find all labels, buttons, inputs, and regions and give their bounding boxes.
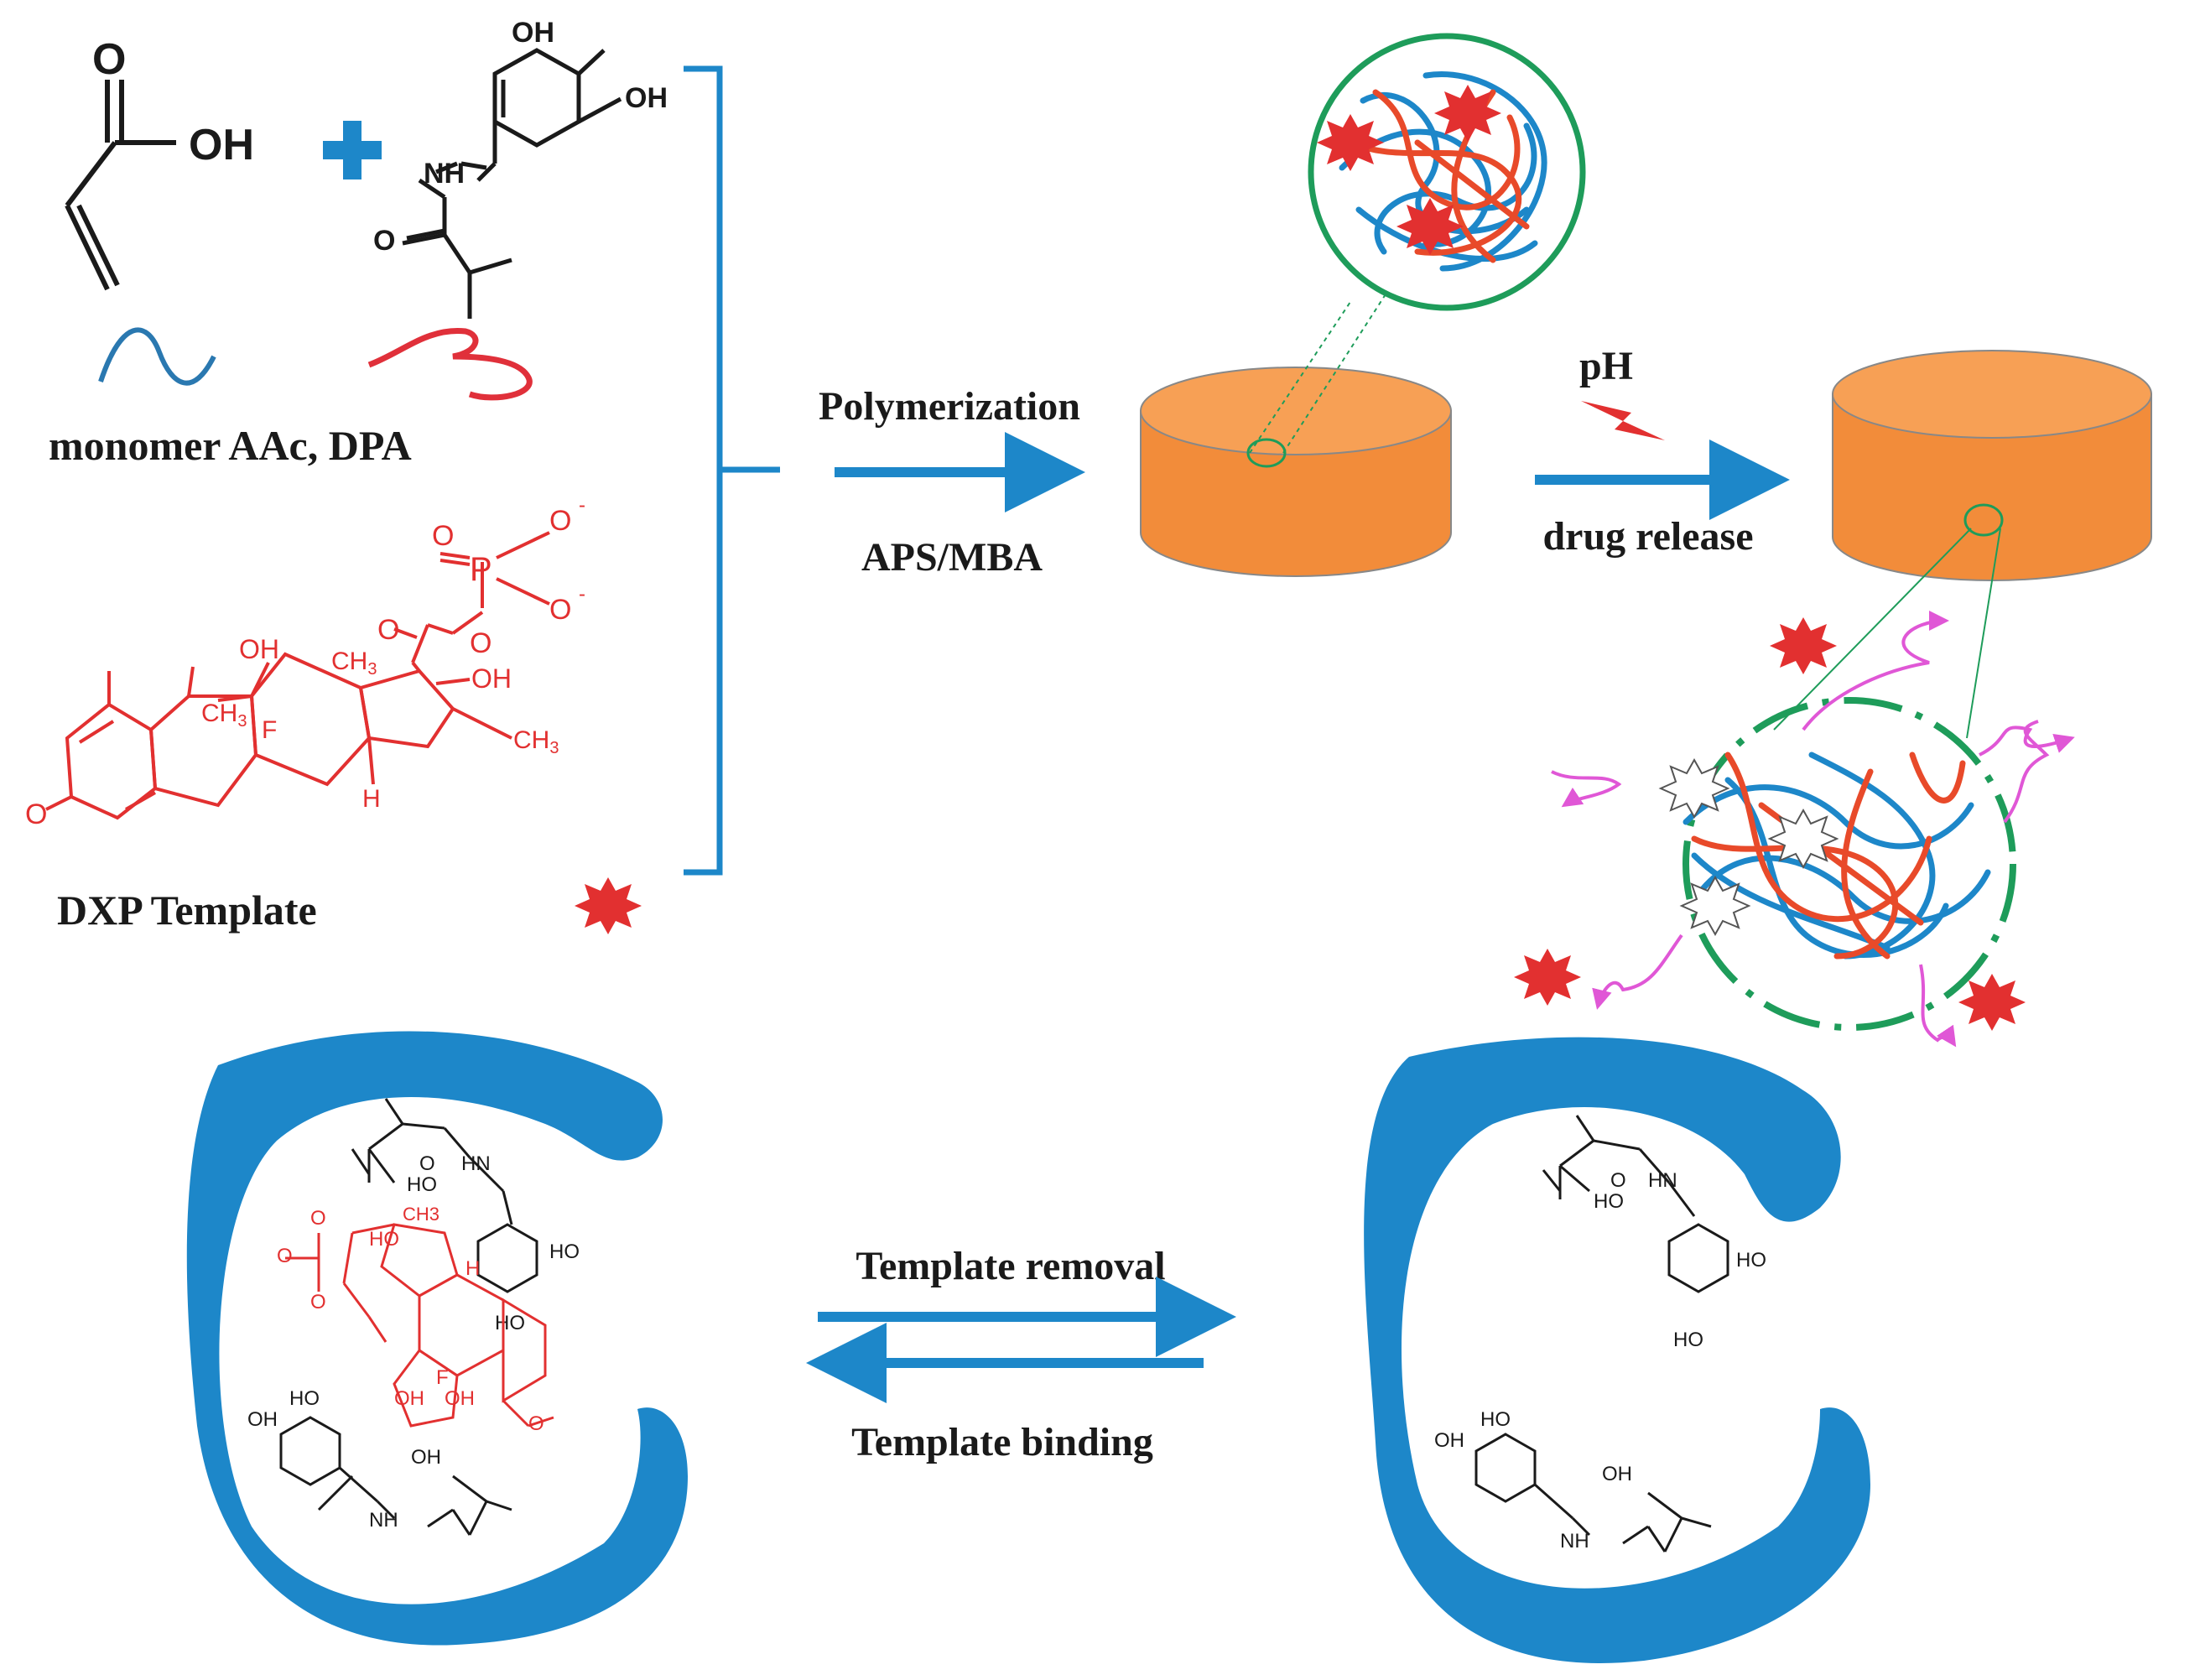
dxp-p-label: P [470,551,492,588]
drug-icon [1770,617,1837,674]
dxp-oh17-label: OH [471,663,512,694]
zoom-guide-line [1249,301,1351,454]
dxp-o3-label: O [25,798,47,830]
polymerization-label: Polymerization [819,384,1080,429]
minus-icon: - [579,494,585,517]
cavity-right-nh-label: NH [1560,1530,1589,1553]
dpa-structure [402,48,622,319]
minus-icon: - [579,583,585,606]
zoom-guide-line [1282,192,1452,454]
dpa-nh-label: NH [424,158,465,190]
drug-icon [1958,974,2026,1031]
zoom-guide-line [1773,528,1972,731]
cavity-right-oh-label: OH [1434,1429,1464,1452]
cavity-left-o-label: O [419,1152,435,1175]
cavity-template-ho-label: HO [369,1228,399,1251]
cavity-template-o-label: O [310,1207,326,1230]
drug-icon [575,877,642,934]
dxp-ch3-19-label: CH3 [201,700,247,731]
cavity-right-ho-label: HO [1594,1190,1624,1213]
dxp-f-label: F [262,716,277,744]
template-label: DXP Template [57,887,317,934]
cavity-right-oh-label: OH [1602,1463,1632,1485]
dxp-h14-label: H [362,785,381,813]
dxp-oketo-label: O [377,614,399,646]
dxp-ch3-18-label: CH3 [331,648,377,679]
plus-icon [323,121,382,179]
template-removal-label: Template removal [856,1244,1165,1288]
aac-chain-icon [98,327,216,386]
cavity-left-ho-label: HO [549,1240,580,1263]
cavity-left-oh-label: OH [411,1446,441,1469]
initiator-label: APS/MBA [861,535,1043,580]
cavity-template-o-label: O [310,1291,326,1313]
dxp-o1-label: O [432,520,454,552]
cavity-right-hn-label: HN [1648,1169,1677,1192]
drug-icon [1514,949,1581,1006]
cavity-template-o-label: O [277,1245,293,1267]
hydrogel-disk-loaded [1140,367,1452,577]
dxp-ch3-16-label: CH3 [513,726,559,757]
reagent-bracket [684,65,780,876]
cavity-left-monomers [279,1098,538,1536]
dxp-ominus-top-label: O [549,505,571,537]
dpa-o-label: O [373,225,395,257]
ph-label: pH [1579,344,1633,388]
cavity-template-o-label: O [528,1412,544,1435]
cavity-left-nh-label: NH [369,1509,398,1532]
cavity-right-o-label: O [1610,1169,1626,1192]
diffusion-arrows [1551,611,2075,1048]
cavity-template-f-label: F [436,1366,449,1389]
dpa-chain-icon [367,327,533,401]
cavity-left-ho-label: HO [495,1312,525,1334]
cavity-template-ch3-label: CH3 [403,1204,439,1225]
cavity-left-ho-label: HO [407,1173,437,1196]
cavity-template-oh-label: OH [394,1387,424,1410]
cavity-right-ho-label: HO [1480,1408,1511,1431]
cavity-right [1364,1037,1870,1663]
cavity-left-oh-label: OH [247,1408,278,1431]
hydrogel-disk-released [1832,350,2152,581]
dxp-oester-label: O [470,627,491,659]
drug-release-label: drug release [1542,514,1753,559]
cavity-left [186,1031,688,1646]
cavity-right-ho-label: HO [1673,1329,1703,1351]
cavity-right-ho-label: HO [1736,1249,1766,1272]
dpa-oh-top-label: OH [512,17,554,49]
cavity-right-monomers [1474,1115,1729,1553]
template-binding-label: Template binding [851,1420,1153,1464]
cavity-template [285,1223,554,1428]
cavity-left-hn-label: HN [461,1152,491,1175]
polymer-network-loaded [1308,33,1586,311]
dpa-oh-right-label: OH [625,82,668,114]
cavity-left-ho-label: HO [289,1387,320,1410]
monomer-label: monomer AAc, DPA [49,422,412,469]
aac-structure [65,80,176,291]
cavity-template-h-label: H [465,1257,480,1280]
dxp-structure [45,531,550,820]
dxp-ominus-bottom-label: O [549,594,571,626]
polymer-network-released [1660,697,2016,1031]
lightning-icon [1581,401,1665,440]
dxp-oh11-label: OH [239,634,279,664]
aac-o-label: O [92,35,126,84]
aac-oh-label: OH [189,121,254,169]
zoom-guide-line [1966,528,2001,739]
cavity-template-oh-label: OH [445,1387,475,1410]
